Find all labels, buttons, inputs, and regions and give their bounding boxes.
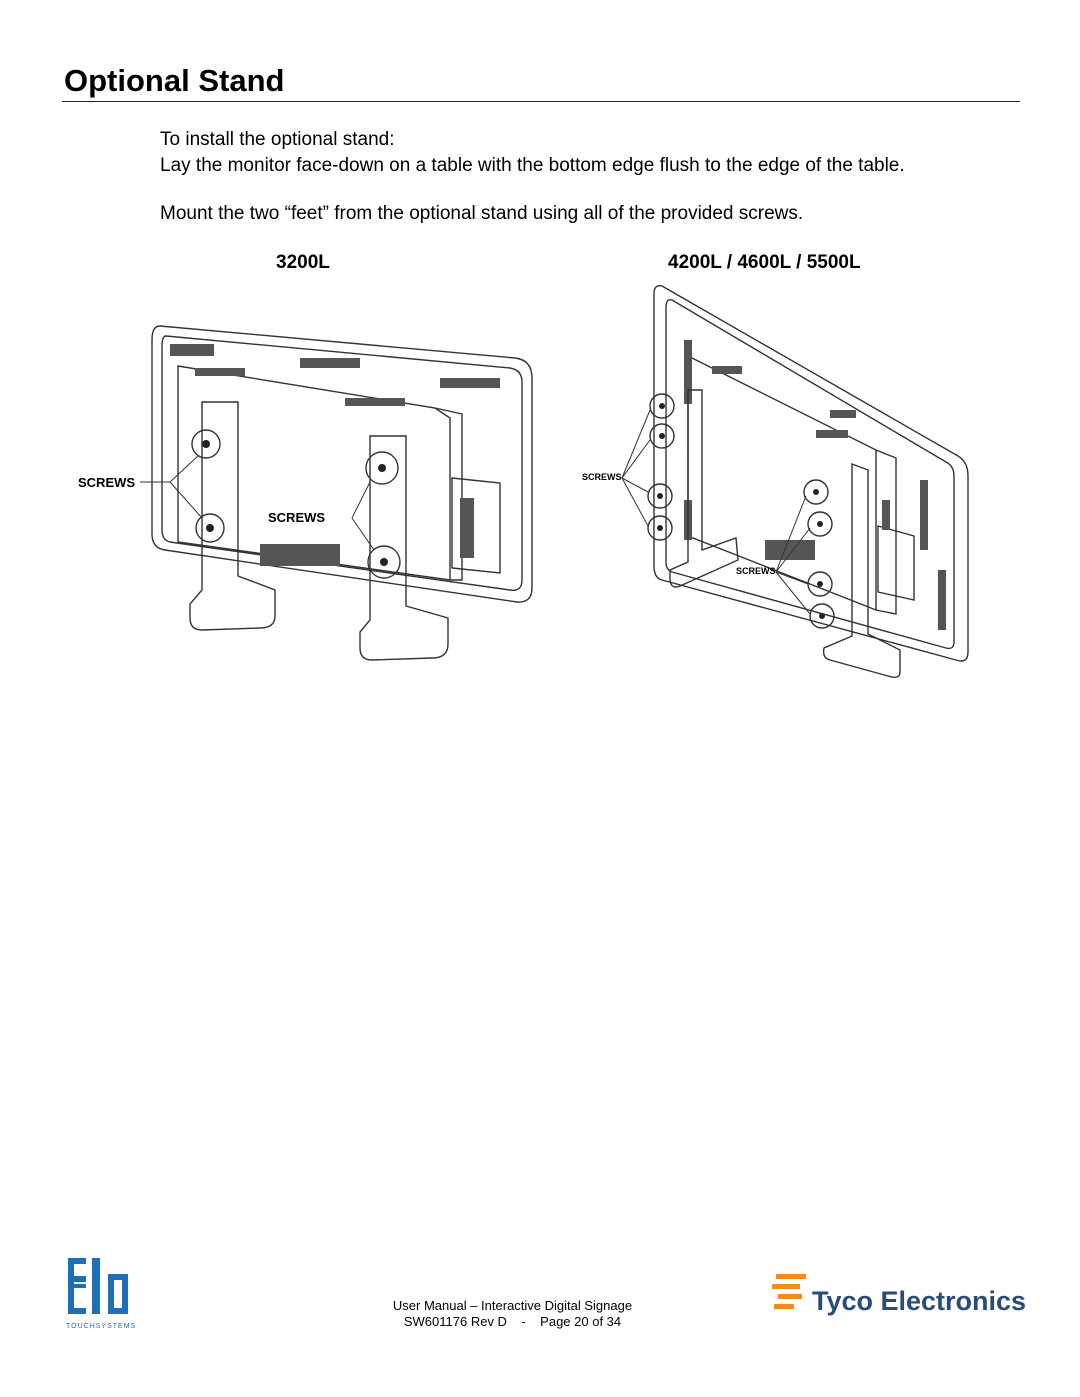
elo-logo-icon [68, 1258, 128, 1314]
intro-text: To install the optional stand: [160, 129, 395, 150]
elo-touchsystems-logo: TOUCHSYSTEMS [66, 1254, 137, 1330]
tyco-electronics-logo: Tyco Electronics [770, 1270, 1040, 1330]
screws-callout-right-upper: SCREWS [582, 472, 622, 482]
step-1-text: Lay the monitor face-down on a table wit… [160, 155, 905, 176]
footer-manual-title: User Manual – Interactive Digital Signag… [392, 1298, 633, 1313]
tyco-logo-text: Tyco Electronics [812, 1286, 1027, 1316]
model-label-3200l: 3200L [276, 252, 330, 273]
screws-callout-right-lower: SCREWS [736, 566, 776, 576]
title-rule [62, 101, 1020, 102]
page-title: Optional Stand [64, 63, 285, 98]
model-label-4200l-4600l-5500l: 4200L / 4600L / 5500L [668, 252, 861, 273]
step-2-text: Mount the two “feet” from the optional s… [160, 203, 804, 224]
figure-3200l-stand-diagram [140, 325, 533, 661]
tyco-logo-icon [772, 1274, 806, 1309]
screws-callout-left-outer: SCREWS [78, 475, 136, 490]
figure-4200l-4600l-5500l-stand-diagram [621, 284, 969, 679]
elo-tagline: TOUCHSYSTEMS [66, 1323, 137, 1330]
footer-page-info: SW601176 Rev D - Page 20 of 34 [403, 1314, 622, 1329]
screws-callout-left-inner: SCREWS [268, 510, 326, 525]
